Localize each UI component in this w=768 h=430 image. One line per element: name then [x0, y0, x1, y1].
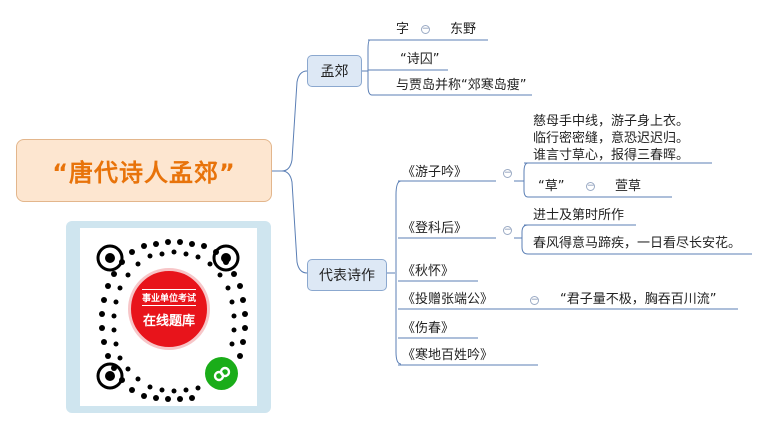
qr-line2: 在线题库: [142, 314, 195, 329]
poem-line-1: 慈母手中线，游子身上衣。: [533, 114, 690, 129]
branch-mengjiao-label: 孟郊: [320, 64, 349, 80]
root-node[interactable]: “唐代诗人孟郊”: [16, 139, 272, 202]
collapse-zi-icon[interactable]: −: [421, 24, 430, 34]
cao-label: “草”: [538, 179, 565, 194]
jiadao-node: 与贾岛并称“郊寒岛瘦”: [396, 78, 527, 93]
touzeng-title: 《投赠张端公》: [402, 292, 494, 307]
wechat-miniprogram-icon: [205, 357, 238, 390]
root-title: “唐代诗人孟郊”: [52, 159, 236, 187]
connector-mengjiao-fan: [362, 39, 373, 96]
collapse-youziyin-icon[interactable]: −: [503, 168, 512, 178]
connector-dengkehou-sub: [514, 224, 529, 255]
shiqiu-node: “诗囚”: [400, 52, 440, 67]
connector-works-fan: [387, 180, 402, 365]
youziyin-title: 《游子吟》: [402, 165, 468, 180]
qr-pattern: [96, 239, 248, 402]
branch-mengjiao[interactable]: 孟郊: [307, 55, 362, 87]
collapse-touzeng-icon[interactable]: −: [530, 295, 539, 305]
connector-root-works: [272, 170, 308, 274]
connector-youziyin-sub: [514, 162, 529, 198]
poem-line-3: 谁言寸草心，报得三春晖。: [533, 148, 690, 163]
dengkehou-title: 《登科后》: [402, 221, 468, 236]
dengkehou-line: 春风得意马蹄疾，一日看尽长安花。: [533, 236, 742, 251]
collapse-dengkehou-icon[interactable]: −: [503, 225, 512, 235]
handi-node: 《寒地百姓吟》: [402, 348, 494, 363]
zi-label: 字: [396, 22, 410, 37]
shangchun-node: 《伤春》: [402, 321, 455, 336]
collapse-cao-icon[interactable]: −: [586, 181, 595, 191]
branch-works[interactable]: 代表诗作: [307, 259, 387, 291]
cao-value: 萱草: [615, 179, 642, 194]
qiuhuai-node: 《秋怀》: [402, 264, 455, 279]
dengkehou-note: 进士及第时所作: [533, 208, 625, 223]
touzeng-quote: “君子量不极，胸吞百川流”: [560, 292, 717, 307]
qr-line1: 事业单位考试: [141, 289, 196, 306]
qr-center-badge: 事业单位考试 在线题库: [128, 268, 210, 350]
zi-value: 东野: [450, 22, 477, 37]
branch-works-label: 代表诗作: [319, 268, 375, 284]
connector-root-mengjiao: [272, 70, 308, 172]
poem-line-2: 临行密密缝，意恐迟迟归。: [533, 131, 690, 146]
